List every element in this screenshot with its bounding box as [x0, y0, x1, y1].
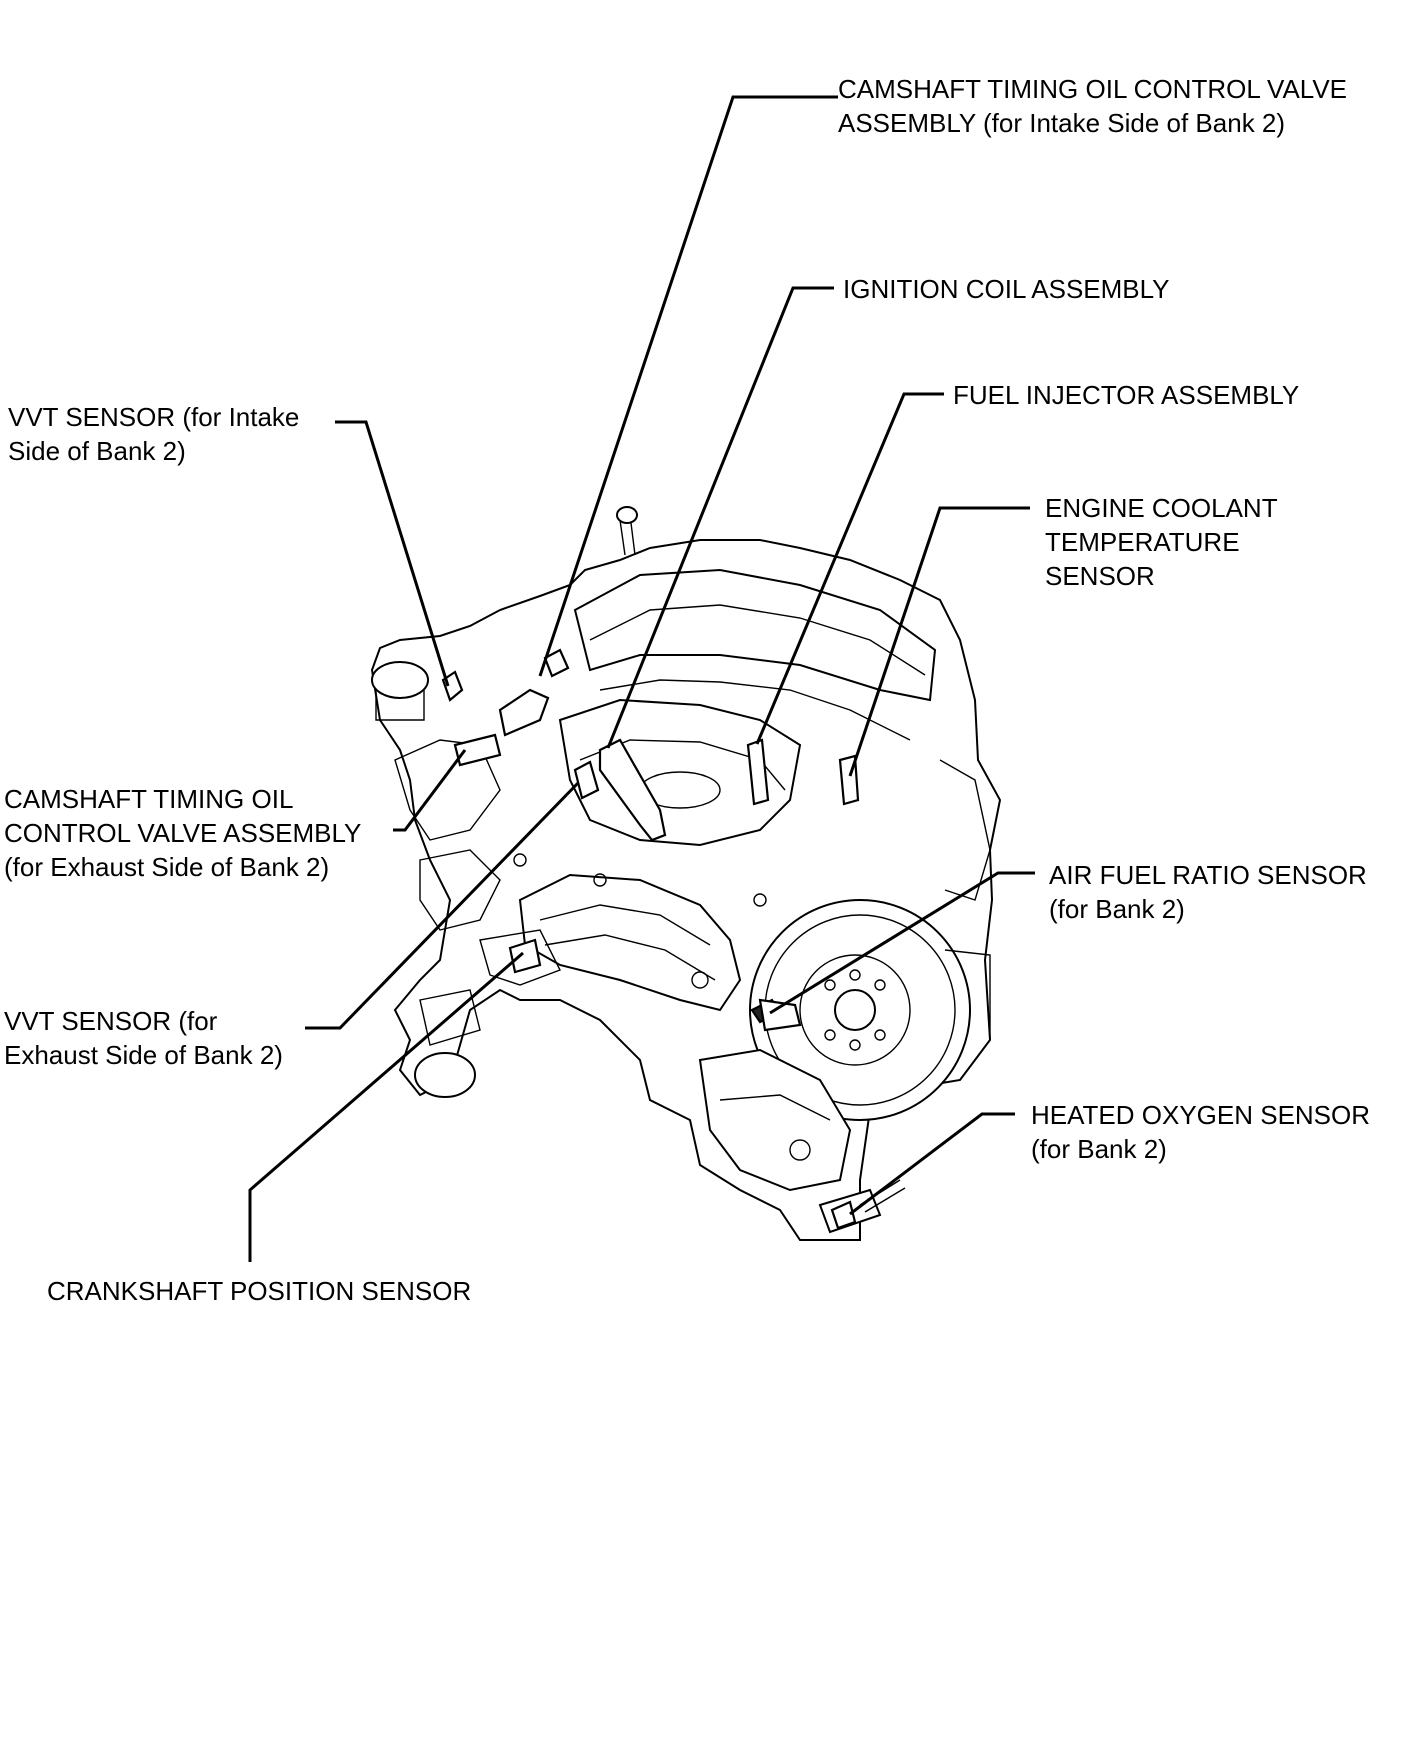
- label-line: CRANKSHAFT POSITION SENSOR: [47, 1276, 472, 1306]
- leader-coolant-temp: [848, 506, 1030, 777]
- engine-block-drawing: [370, 506, 1002, 1241]
- label-line: Exhaust Side of Bank 2): [4, 1040, 283, 1070]
- label-line: ENGINE COOLANT: [1045, 493, 1278, 523]
- label-line: IGNITION COIL ASSEMBLY: [843, 274, 1170, 304]
- label-line: AIR FUEL RATIO SENSOR: [1049, 860, 1367, 890]
- label-line: (for Bank 2): [1049, 894, 1185, 924]
- label-vvt-exhaust: VVT SENSOR (for Exhaust Side of Bank 2): [4, 1004, 283, 1072]
- leader-ignition-coil: [606, 286, 834, 749]
- label-line: CONTROL VALVE ASSEMBLY: [4, 818, 362, 848]
- label-cam-oil-valve-exhaust: CAMSHAFT TIMING OIL CONTROL VALVE ASSEMB…: [4, 782, 361, 884]
- leader-cam-oil-valve-exhaust: [393, 749, 467, 832]
- label-line: TEMPERATURE: [1045, 527, 1240, 557]
- leader-heated-oxygen: [849, 1112, 1015, 1216]
- label-crankshaft-position: CRANKSHAFT POSITION SENSOR: [47, 1274, 471, 1308]
- leader-vvt-intake: [335, 420, 450, 687]
- label-line: (for Bank 2): [1031, 1134, 1167, 1164]
- label-line: CAMSHAFT TIMING OIL CONTROL VALVE: [838, 74, 1348, 104]
- leader-cam-oil-valve-intake: [538, 95, 838, 677]
- label-cam-oil-valve-intake: CAMSHAFT TIMING OIL CONTROL VALVE ASSEMB…: [838, 72, 1347, 140]
- label-line: SENSOR: [1045, 561, 1155, 591]
- label-line: (for Exhaust Side of Bank 2): [4, 852, 330, 882]
- label-heated-oxygen: HEATED OXYGEN SENSOR (for Bank 2): [1031, 1098, 1370, 1166]
- label-air-fuel-ratio: AIR FUEL RATIO SENSOR (for Bank 2): [1049, 858, 1367, 926]
- component-markers: [441, 648, 860, 1230]
- label-line: ASSEMBLY (for Intake Side of Bank 2): [838, 108, 1286, 138]
- label-fuel-injector: FUEL INJECTOR ASSEMBLY: [953, 378, 1299, 412]
- leader-fuel-injector: [755, 392, 944, 745]
- label-coolant-temp: ENGINE COOLANT TEMPERATURE SENSOR: [1045, 491, 1278, 593]
- leader-crankshaft-position: [248, 951, 524, 1262]
- leader-vvt-exhaust: [305, 781, 580, 1030]
- label-line: Side of Bank 2): [8, 436, 186, 466]
- label-line: VVT SENSOR (for Intake: [8, 402, 300, 432]
- label-vvt-intake: VVT SENSOR (for Intake Side of Bank 2): [8, 400, 299, 468]
- label-line: HEATED OXYGEN SENSOR: [1031, 1100, 1371, 1130]
- label-line: FUEL INJECTOR ASSEMBLY: [953, 380, 1300, 410]
- leader-lines: [248, 95, 1035, 1262]
- label-line: VVT SENSOR (for: [4, 1006, 218, 1036]
- label-ignition-coil: IGNITION COIL ASSEMBLY: [843, 272, 1170, 306]
- leader-air-fuel-ratio: [769, 871, 1035, 1015]
- label-line: CAMSHAFT TIMING OIL: [4, 784, 294, 814]
